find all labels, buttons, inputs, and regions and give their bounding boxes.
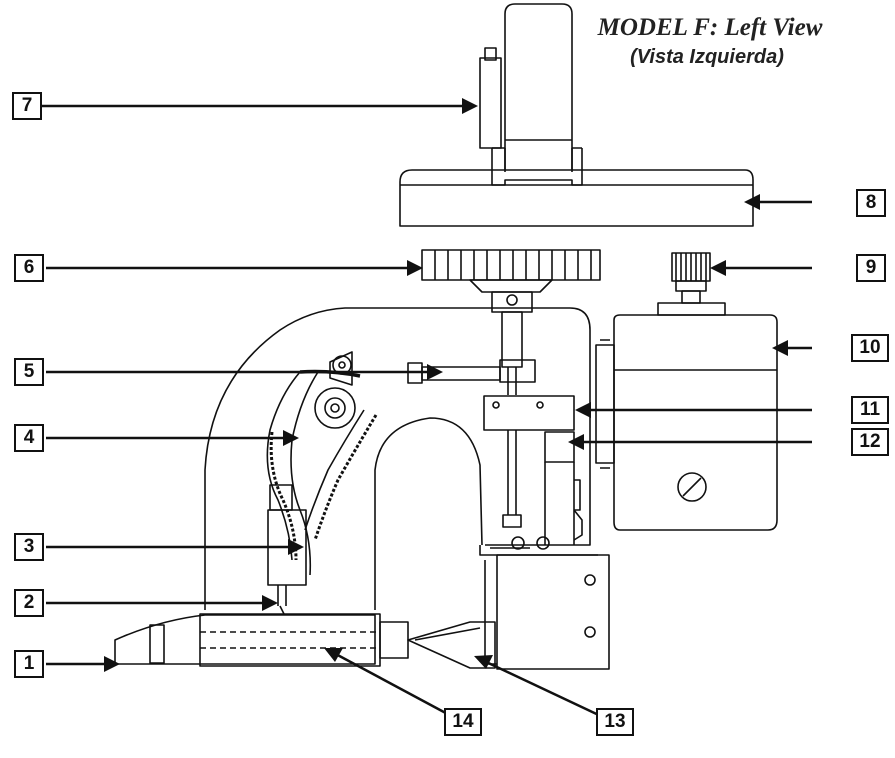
callout-12: 12 [851,428,889,456]
callout-10: 10 [851,334,889,362]
callout-2: 2 [14,589,44,617]
diagram-title: MODEL F: Left View [597,14,823,41]
top-pulley [657,252,726,316]
diagram-subtitle: (Vista Izquierda) [630,46,784,68]
callout-11: 11 [851,396,889,424]
machine-body [204,307,598,610]
needle [279,605,285,615]
shaft-collar [483,395,575,431]
callout-9: 9 [856,254,886,282]
handwheel-gear [421,249,601,313]
looper-arm [266,369,378,576]
callout-1: 1 [14,650,44,678]
callout-3: 3 [14,533,44,561]
callout-4: 4 [14,424,44,452]
top-plate [399,169,754,227]
presser-foot [407,621,496,669]
callout-8: 8 [856,189,886,217]
vertical-shaft [501,294,523,528]
lower-mechanism [490,536,550,550]
callout-14: 14 [444,708,482,736]
callout-arrows [30,104,812,720]
throat-plate [114,613,409,667]
gearbox-housing [595,314,778,531]
callout-7: 7 [12,92,42,120]
callout-13: 13 [596,708,634,736]
side-block [544,431,583,545]
bottom-housing [484,554,610,670]
callout-6: 6 [14,254,44,282]
callout-arrowheads [104,98,788,672]
motor-unit [479,3,583,172]
callout-5: 5 [14,358,44,386]
